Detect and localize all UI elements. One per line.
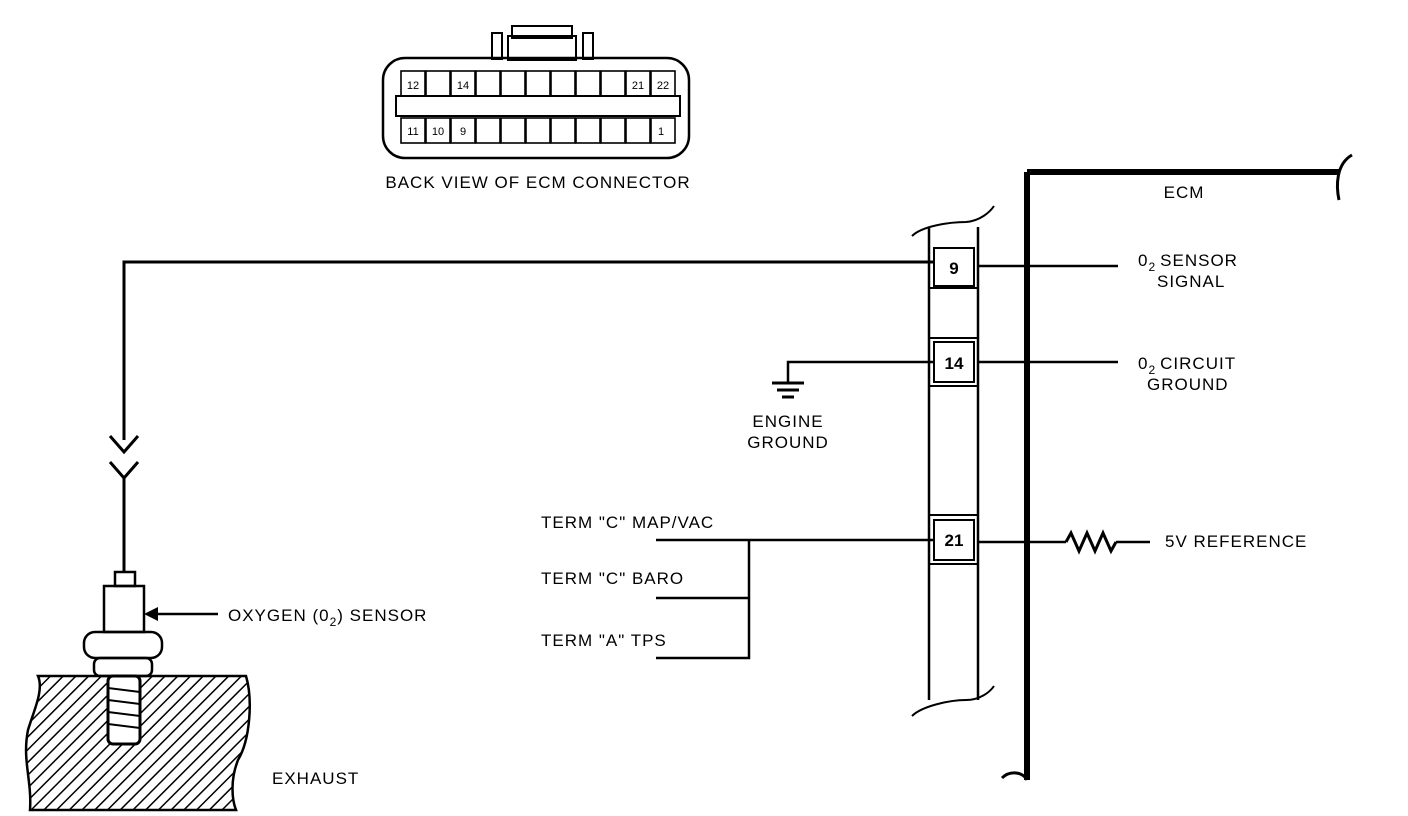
engine-ground-label-2: GROUND [747, 433, 829, 452]
o2-circuit-ground-label-2: GROUND [1147, 375, 1229, 394]
oxygen-sensor-icon [82, 570, 164, 678]
terminal-21: 21 [945, 531, 964, 550]
ground-symbol-icon [772, 381, 804, 399]
exhaust-pipe [24, 674, 251, 812]
connector-pin-1: 1 [658, 126, 664, 138]
connector-caption: BACK VIEW OF ECM CONNECTOR [385, 173, 690, 192]
connector-pin-10: 10 [432, 126, 444, 138]
connector-bottom-row [400, 117, 676, 144]
term-c-map-label: TERM "C" MAP/VAC [541, 513, 714, 532]
ecm-label: ECM [1164, 183, 1205, 202]
engine-ground-wire [786, 360, 934, 383]
ecm-housing [1000, 153, 1353, 781]
oxygen-sensor-label: OXYGEN (02) SENSOR [228, 606, 427, 629]
terminal-9: 9 [949, 259, 958, 278]
term-a-tps-label: TERM "A" TPS [541, 631, 667, 650]
term-c-baro-label: TERM "C" BARO [541, 569, 684, 588]
o2-signal-wire [122, 260, 934, 440]
connector-pin-21: 21 [632, 80, 644, 92]
connector-pin-11: 11 [407, 126, 418, 138]
terminal-14: 14 [945, 354, 964, 373]
connector-pin-9: 9 [460, 126, 466, 138]
inline-connector-male [108, 461, 140, 481]
exhaust-label: EXHAUST [272, 769, 359, 788]
reference-branch-wire [656, 540, 751, 660]
reference-label: 5V REFERENCE [1165, 532, 1307, 551]
connector-pin-22: 22 [657, 80, 669, 92]
ecm-connector-strip [911, 205, 995, 717]
connector-pin-14: 14 [457, 80, 469, 92]
engine-ground-label: ENGINE [752, 412, 823, 431]
resistor-icon [1064, 529, 1118, 555]
ecm-connector: 12 14 21 22 11 10 9 1 [381, 25, 691, 160]
connector-pin-12: 12 [407, 80, 419, 92]
connector-top-row [400, 70, 676, 97]
o2-sensor-signal-label-2: SIGNAL [1157, 272, 1225, 291]
inline-connector-female [108, 435, 140, 455]
